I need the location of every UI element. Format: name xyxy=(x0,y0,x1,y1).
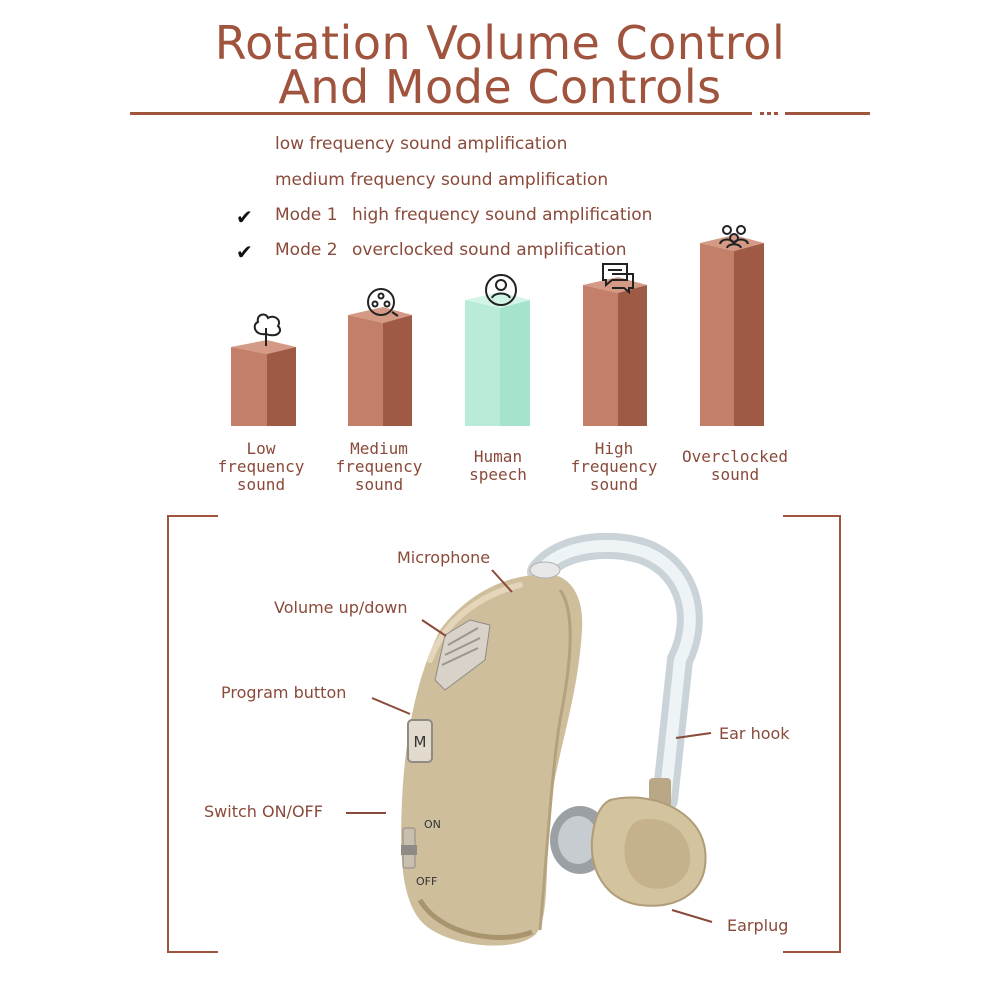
feature-row-mode2: Mode 2 overclocked sound amplification xyxy=(275,240,627,260)
ear-hook xyxy=(527,532,703,813)
title-underline xyxy=(130,112,752,115)
callout-switch: Switch ON/OFF xyxy=(204,802,323,821)
switch-on-label: ON xyxy=(424,818,441,831)
bar-overclocked-sound xyxy=(700,235,764,426)
bar-label-line: Medium xyxy=(350,439,408,458)
bar-label-line: sound xyxy=(354,475,404,494)
bar-high-frequency xyxy=(583,277,647,426)
bar-label-overclocked: Overclocked sound xyxy=(675,448,795,484)
bar-label-line: frequency xyxy=(570,457,658,476)
bar-low-frequency xyxy=(231,340,296,426)
person-icon xyxy=(485,274,517,306)
bar-label-high: High frequency sound xyxy=(554,440,674,494)
page-title-line-1: Rotation Volume Control xyxy=(214,16,786,70)
earplug xyxy=(550,796,707,907)
bar-label-line: frequency xyxy=(217,457,305,476)
bar-label-medium: Medium frequency sound xyxy=(319,440,439,494)
program-button: M xyxy=(407,719,433,763)
checkmark-icon: ✔ xyxy=(236,205,253,229)
bar-label-line: frequency xyxy=(335,457,423,476)
feature-row-low: low frequency sound amplification xyxy=(275,134,567,154)
bar-label-line: Overclocked xyxy=(682,447,788,466)
bar-label-line: sound xyxy=(589,475,639,494)
on-off-switch: ON OFF xyxy=(401,818,441,888)
bar-human-speech xyxy=(465,292,530,426)
bar-medium-frequency xyxy=(348,307,412,426)
page-title-line-2: And Mode Controls xyxy=(278,60,722,114)
mode-label: Mode 2 xyxy=(275,240,338,260)
group-icon xyxy=(719,225,749,249)
callout-earplug: Earplug xyxy=(727,916,789,935)
feature-text: high frequency sound amplification xyxy=(352,205,653,225)
bar-label-line: sound xyxy=(710,465,760,484)
callout-microphone: Microphone xyxy=(397,548,491,567)
feature-row-mode1: Mode 1 high frequency sound amplification xyxy=(275,205,652,225)
switch-off-label: OFF xyxy=(416,875,437,888)
tree-icon xyxy=(253,313,282,346)
bar-label-line: Human xyxy=(473,447,523,466)
feature-text: low frequency sound amplification xyxy=(275,134,568,154)
callout-program-button: Program button xyxy=(221,683,347,702)
frame-bracket xyxy=(167,515,841,953)
checkmark-icon: ✔ xyxy=(236,240,253,264)
feature-text: medium frequency sound amplification xyxy=(275,170,609,190)
chat-bubbles-icon xyxy=(602,263,634,295)
feature-row-medium: medium frequency sound amplification xyxy=(275,170,608,190)
volume-wheel xyxy=(434,619,491,691)
callout-volume: Volume up/down xyxy=(274,598,408,617)
callout-ear-hook: Ear hook xyxy=(719,724,790,743)
title-underline-right xyxy=(785,112,870,115)
bar-label-line: sound xyxy=(236,475,286,494)
bar-label-human: Human speech xyxy=(438,448,558,484)
title-underline-dots xyxy=(760,112,781,115)
feature-text: overclocked sound amplification xyxy=(352,240,627,260)
leader-lines xyxy=(346,569,713,923)
bar-label-line: High xyxy=(594,439,634,458)
program-button-letter: M xyxy=(414,733,427,751)
bar-label-line: Low xyxy=(246,439,276,458)
bar-label-line: speech xyxy=(469,465,527,484)
bar-label-low: Low frequency sound xyxy=(201,440,321,494)
mode-label: Mode 1 xyxy=(275,205,338,225)
film-reel-icon xyxy=(367,288,399,317)
